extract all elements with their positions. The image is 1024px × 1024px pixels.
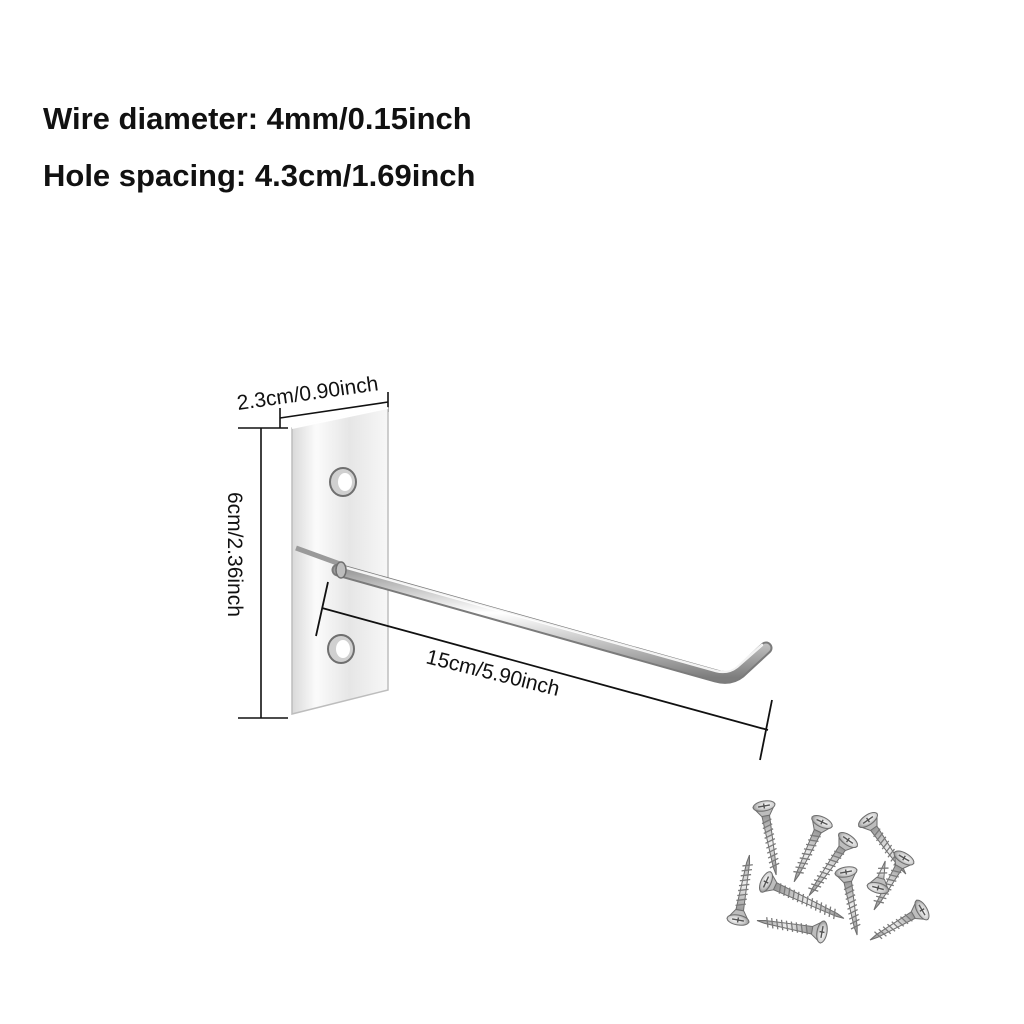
height-dimension: 6cm/2.36inch	[223, 427, 288, 719]
height-label: 6cm/2.36inch	[223, 492, 246, 617]
wire-diameter-spec: Wire diameter: 4mm/0.15inch	[43, 101, 472, 136]
mounting-plate	[291, 407, 389, 715]
screw	[752, 800, 780, 876]
screw-set	[726, 800, 930, 944]
screw	[759, 870, 845, 920]
screw-hole-top	[329, 467, 357, 497]
screw	[756, 917, 828, 944]
screw	[869, 899, 930, 941]
width-label: 2.3cm/0.90inch	[235, 372, 379, 415]
screw	[834, 866, 861, 936]
hole-spacing-spec: Hole spacing: 4.3cm/1.69inch	[43, 158, 476, 193]
screw	[726, 854, 753, 926]
screw	[866, 860, 890, 895]
screw	[857, 811, 907, 875]
hook-rod	[331, 561, 773, 684]
screw-hole-bottom	[327, 634, 355, 664]
screw	[808, 831, 859, 897]
screw	[873, 850, 915, 911]
screw	[793, 815, 834, 883]
